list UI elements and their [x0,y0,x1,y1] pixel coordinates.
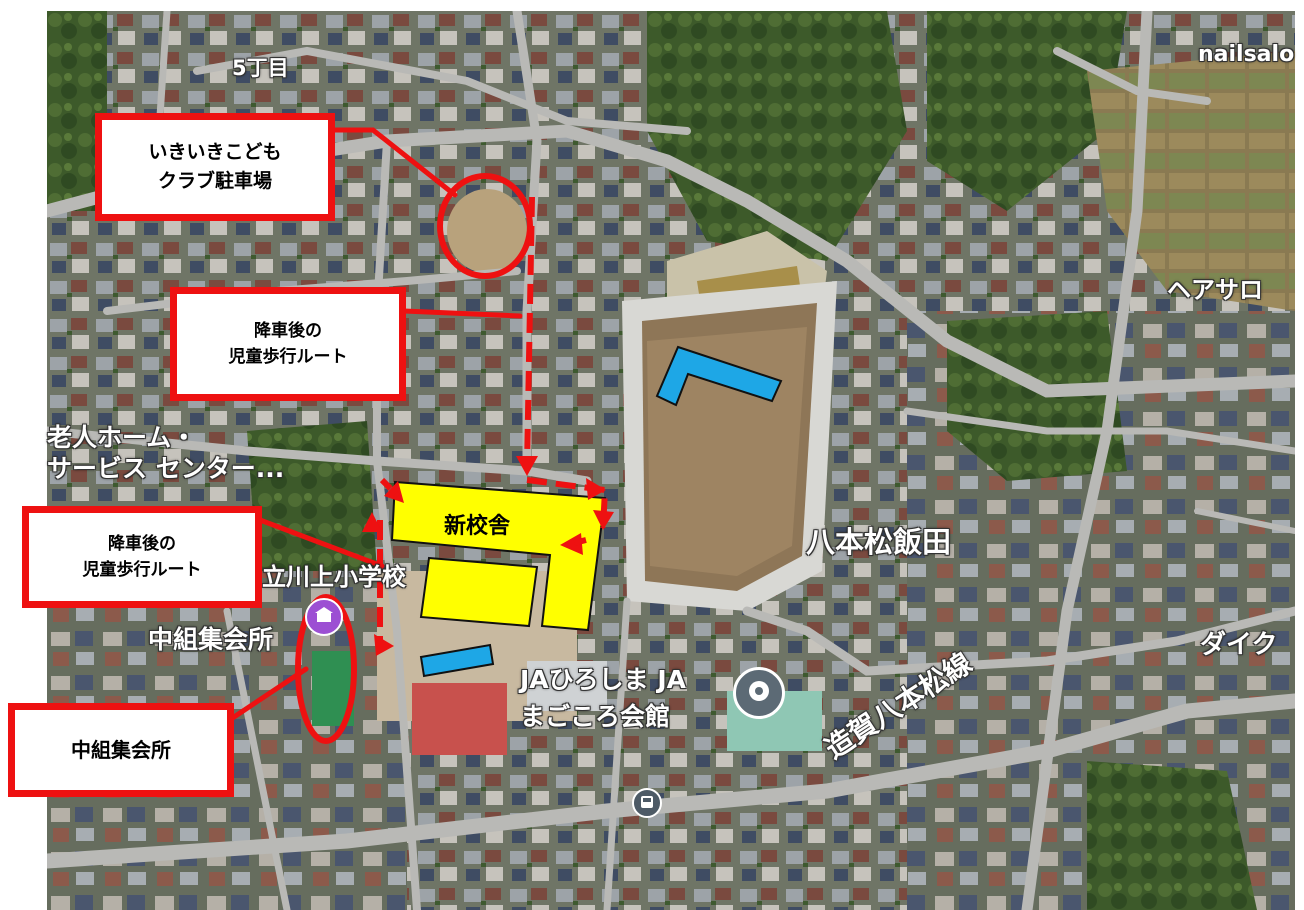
arrow-up-head [362,512,382,532]
label-hair-salon[interactable]: ヘアサロ [1167,276,1263,304]
arrow-west-head [560,533,583,555]
callout-parking-line1: いきいきこども [148,140,282,163]
arrow-east-south-head [374,634,394,656]
purple-place-pin-icon[interactable] [305,598,343,636]
bus-stop-icon[interactable] [632,788,662,818]
arrow-down-head [516,456,538,476]
yellow-building-south[interactable] [419,556,539,628]
leader-parking [331,127,458,198]
callout-route-north-line1: 降車後の [254,320,322,341]
arrow-diag-shaft [379,477,401,499]
callout-nakagumi-label: 中組集会所 [71,737,171,762]
new-building-label: 新校舎 [444,514,511,539]
label-ja-hall-2[interactable]: まごころ会館 [520,702,671,731]
label-nakagumi-hall[interactable]: 中組集会所 [148,625,274,654]
route-north-vertical [524,196,535,469]
label-nailsalon[interactable]: nailsalo [1198,42,1295,67]
arrow-diag-head [384,481,404,503]
callout-parking-line2: クラブ駐車場 [157,170,272,192]
callout-nakagumi: 中組集会所 [8,703,234,797]
location-pin-icon[interactable] [733,667,785,719]
leader-route-south [257,517,385,569]
arrow-down-east-head [593,510,614,530]
callout-route-south: 降車後の 児童歩行ルート [22,506,262,608]
callout-parking: いきいきこども クラブ駐車場 [95,113,335,221]
label-5chome: 5丁目 [232,56,289,80]
label-ja-hall-1[interactable]: JAひろしま JA [520,665,687,694]
label-elderly-home-1[interactable]: 老人ホーム・ [47,423,197,452]
callout-route-south-line1: 降車後の [108,533,176,554]
callout-route-south-line2: 児童歩行ルート [82,560,202,580]
parking-circle [437,173,533,279]
blue-marker-north [655,345,783,407]
leader-route-north [401,308,523,319]
leader-nakagumi [228,666,309,722]
label-daiku[interactable]: ダイク [1200,630,1278,660]
new-building-shape[interactable] [390,480,607,632]
label-school[interactable]: 立川上小学校 [262,563,406,591]
route-arrows [362,456,614,656]
label-elderly-home-2[interactable]: サービス センター... [47,454,285,483]
callout-route-north: 降車後の 児童歩行ルート [170,287,406,401]
blue-marker-south [419,643,495,678]
nakagumi-circle [295,594,357,744]
callout-route-north-line2: 児童歩行ルート [228,347,348,367]
arrow-east-head [586,478,606,500]
arrow-west-shaft [565,537,587,548]
label-hachihonmatsu-iida: 八本松飯田 [806,525,952,559]
